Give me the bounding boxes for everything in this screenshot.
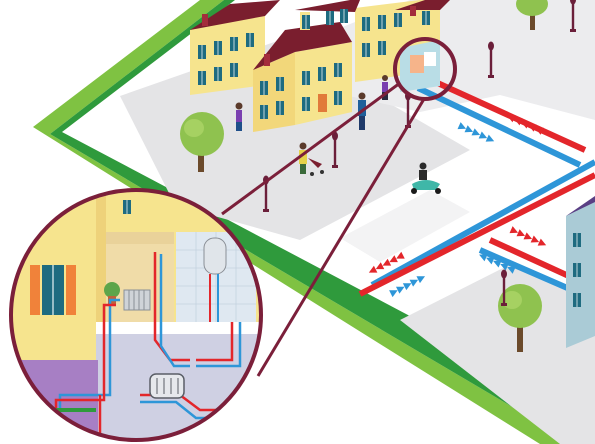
zoom-circle-ring bbox=[9, 188, 263, 442]
water-heater bbox=[203, 237, 227, 322]
pedestrians bbox=[235, 75, 388, 176]
heat-exchanger bbox=[149, 373, 185, 399]
building-cross-section bbox=[11, 190, 261, 440]
house-left bbox=[190, 0, 280, 95]
radiator bbox=[123, 289, 151, 311]
zoom-connector bbox=[221, 81, 426, 377]
tree-bottom bbox=[498, 284, 542, 352]
tree-left bbox=[180, 112, 224, 172]
svg-text:▶▶▶▶▶: ▶▶▶▶▶ bbox=[509, 225, 549, 251]
house-center bbox=[253, 22, 352, 132]
highlighted-room bbox=[400, 40, 440, 92]
tree-top-right bbox=[516, 0, 548, 30]
magnifier-ring bbox=[393, 37, 457, 101]
house-purple bbox=[566, 196, 595, 348]
window-shutter-right bbox=[66, 265, 76, 315]
window-shutter-left bbox=[30, 265, 40, 315]
scooter-rider bbox=[411, 162, 441, 194]
